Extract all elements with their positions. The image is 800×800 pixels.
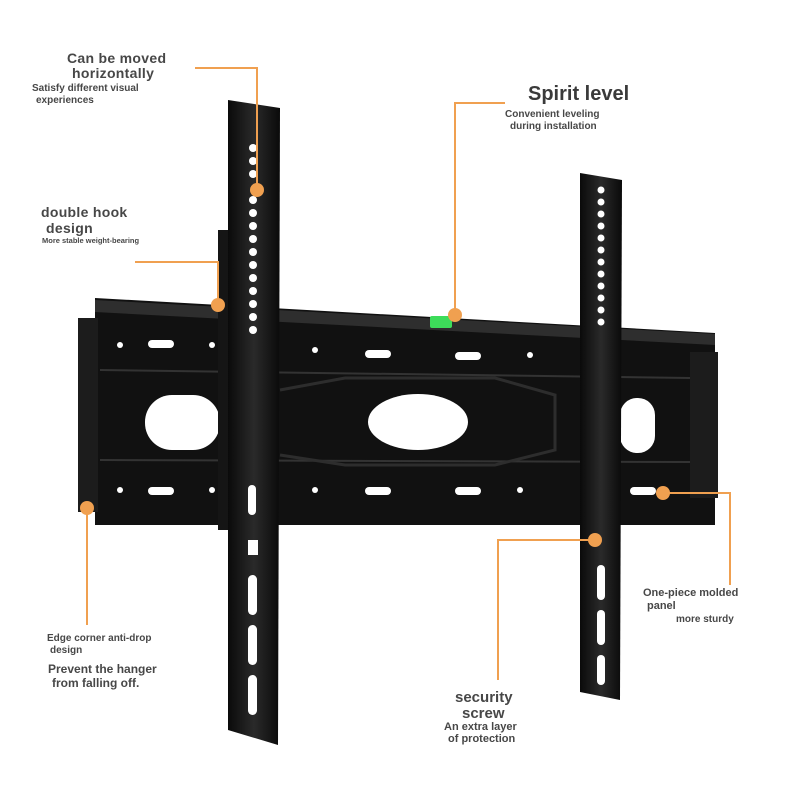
callout-title: Can be moved xyxy=(67,50,167,66)
callout-subtitle: More stable weight-bearing xyxy=(42,236,140,245)
spirit-level-bubble xyxy=(430,316,452,328)
callout-title: One-piece molded xyxy=(643,587,739,599)
callout-title: screw xyxy=(462,705,505,722)
callout-subtitle: from falling off. xyxy=(52,676,140,690)
callout-title: security xyxy=(455,689,513,706)
wall-plate xyxy=(78,298,718,525)
callout-dots xyxy=(80,183,670,547)
callout-subtitle: An extra layer xyxy=(444,721,517,733)
callout-subtitle: during installation xyxy=(510,121,597,132)
callout-subtitle: more sturdy xyxy=(676,614,734,625)
callout-subtitle: experiences xyxy=(36,95,94,106)
callout-title: double hook xyxy=(41,204,128,220)
callout-lines xyxy=(86,67,731,680)
callout-subtitle: Satisfy different visual xyxy=(32,83,139,94)
callout-title: design xyxy=(46,220,93,236)
callout-title: design xyxy=(50,645,83,656)
callout-subtitle: of protection xyxy=(448,733,516,745)
callout-title: Spirit level xyxy=(528,83,630,105)
left-vertical-arm xyxy=(218,100,280,745)
callout-subtitle: Convenient leveling xyxy=(505,109,600,120)
right-vertical-arm xyxy=(580,173,622,700)
callout-subtitle: Prevent the hanger xyxy=(48,662,157,676)
callout-title: horizontally xyxy=(72,65,155,81)
callout-title: panel xyxy=(647,600,676,612)
callout-title: Edge corner anti-drop xyxy=(47,633,152,644)
